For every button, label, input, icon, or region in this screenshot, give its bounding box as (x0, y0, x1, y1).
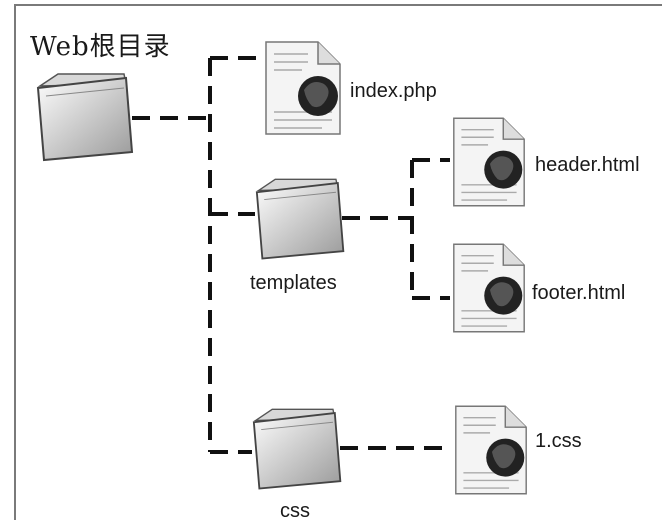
css-file-icon (455, 405, 527, 495)
footer-html-label: footer.html (532, 282, 626, 304)
index-php-label: index.php (350, 80, 437, 102)
folder-icon (36, 73, 134, 162)
html-file-icon (453, 243, 525, 333)
1-css-node[interactable] (452, 400, 530, 505)
footer-html-node[interactable] (450, 238, 528, 343)
css-folder[interactable] (252, 400, 344, 501)
root-folder[interactable] (36, 66, 136, 171)
header-html-node[interactable] (450, 112, 528, 217)
templates-label: templates (250, 272, 337, 294)
root-label: Web根目录 (30, 32, 171, 62)
header-html-label: header.html (535, 154, 640, 176)
1-css-label: 1.css (535, 430, 582, 452)
folder-icon (252, 408, 342, 490)
index-php-node[interactable] (262, 38, 344, 143)
html-file-icon (453, 117, 525, 207)
php-file-icon (265, 41, 341, 135)
templates-folder[interactable] (255, 170, 347, 271)
folder-icon (255, 178, 345, 260)
css-label: css (280, 500, 310, 522)
